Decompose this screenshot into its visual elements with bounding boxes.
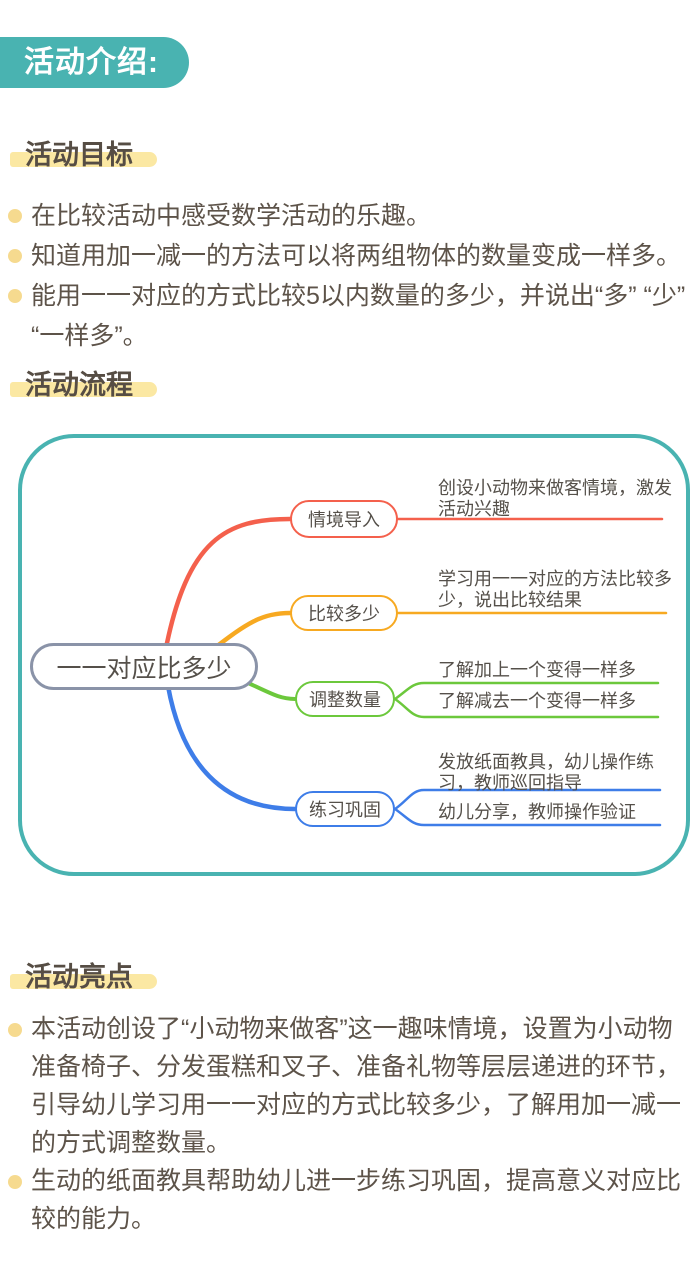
goal-item: 能用一一对应的方式比较5以内数量的多少，并说出“多” “少” “一样多”。: [8, 276, 692, 356]
bullet-dot-icon: [8, 249, 22, 263]
heading-highlight-bar: [10, 152, 157, 167]
heading-highlight-bar: [10, 382, 157, 397]
note-underline-green-bottom: [393, 697, 660, 719]
note-underline-blue-bottom: [393, 807, 662, 827]
branch-curve-orange: [209, 610, 293, 653]
highlight-item: 本活动创设了“小动物来做客”这一趣味情境，设置为小动物准备椅子、分发蛋糕和叉子、…: [8, 1010, 692, 1162]
goal-item: 知道用加一减一的方法可以将两组物体的数量变成一样多。: [8, 236, 692, 276]
branch-note: 学习用一一对应的方法比较多少，说出比较结果: [438, 569, 672, 610]
note-underline-blue-top: [393, 788, 662, 811]
bullet-dot-icon: [8, 1023, 22, 1037]
mindmap-branch-node: 练习巩固: [295, 791, 395, 827]
highlights-heading-text: 活动亮点: [25, 962, 133, 992]
highlight-item-text: 本活动创设了“小动物来做客”这一趣味情境，设置为小动物准备椅子、分发蛋糕和叉子、…: [31, 1015, 682, 1157]
branch-note: 幼儿分享，教师操作验证: [438, 802, 636, 822]
section-heading-flow: 活动流程: [10, 363, 210, 405]
goal-item-text: 在比较活动中感受数学活动的乐趣。: [31, 202, 432, 230]
highlight-item: 生动的纸面教具帮助幼儿进一步练习巩固，提高意义对应比较的能力。: [8, 1162, 692, 1238]
mindmap-branch-node: 情境导入: [290, 500, 398, 538]
intro-badge: 活动介绍:: [0, 37, 189, 88]
flow-heading-text: 活动流程: [25, 370, 133, 400]
branch-note: 了解加上一个变得一样多: [438, 660, 636, 680]
heading-highlight-bar: [10, 974, 157, 989]
goal-item-text: 知道用加一减一的方法可以将两组物体的数量变成一样多。: [31, 242, 682, 270]
goal-item-text: 能用一一对应的方式比较5以内数量的多少，并说出“多” “少” “一样多”。: [31, 282, 686, 350]
branch-curve-red: [162, 516, 293, 656]
bullet-dot-icon: [8, 1175, 22, 1189]
highlight-item-text: 生动的纸面教具帮助幼儿进一步练习巩固，提高意义对应比较的能力。: [31, 1167, 682, 1233]
goal-item: 在比较活动中感受数学活动的乐趣。: [8, 196, 692, 236]
highlights-list: 本活动创设了“小动物来做客”这一趣味情境，设置为小动物准备椅子、分发蛋糕和叉子、…: [8, 1010, 692, 1238]
bullet-dot-icon: [8, 209, 22, 223]
goals-list: 在比较活动中感受数学活动的乐趣。 知道用加一减一的方法可以将两组物体的数量变成一…: [8, 196, 692, 356]
section-heading-goals: 活动目标: [10, 133, 210, 175]
mindmap-branch-node: 调整数量: [295, 681, 395, 717]
goals-heading-text: 活动目标: [25, 140, 133, 170]
branch-curve-green: [242, 679, 297, 701]
mindmap-center-node: 一一对应比多少: [30, 643, 258, 690]
note-underline-green-top: [393, 681, 660, 701]
branch-curve-blue: [165, 683, 298, 812]
branch-note: 了解减去一个变得一样多: [438, 691, 636, 711]
section-heading-highlights: 活动亮点: [10, 955, 210, 997]
branch-note: 创设小动物来做客情境，激发活动兴趣: [438, 478, 672, 519]
mindmap-connector-lines: [162, 516, 668, 827]
mindmap-panel: 一一对应比多少 情境导入 比较多少 调整数量 练习巩固 创设小动物来做客情境，激…: [18, 434, 690, 876]
mindmap-branch-node: 比较多少: [290, 595, 398, 631]
branch-note: 发放纸面教具，幼儿操作练习，教师巡回指导: [438, 752, 654, 793]
bullet-dot-icon: [8, 289, 22, 303]
